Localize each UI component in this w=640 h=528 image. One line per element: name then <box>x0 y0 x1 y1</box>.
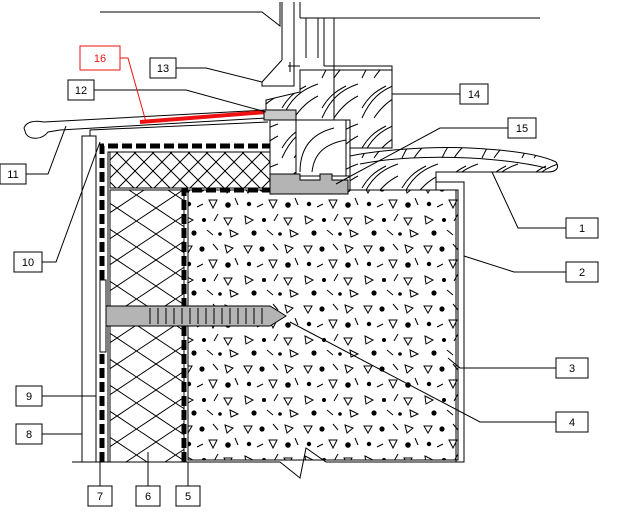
callout-box-16 <box>79 45 121 71</box>
waterproof-membrane <box>99 143 270 462</box>
callout-box-12 <box>67 79 95 101</box>
leader-line-4 <box>289 321 556 423</box>
callout-15: 15 <box>507 117 537 139</box>
callout-box-2 <box>565 261 599 283</box>
leader-line-3 <box>447 357 556 369</box>
interior-sill-board <box>349 146 559 191</box>
callout-box-10 <box>13 251 43 273</box>
callout-number-14: 14 <box>468 89 480 101</box>
callout-number-8: 8 <box>26 429 32 441</box>
callout-box-8 <box>15 423 43 445</box>
callout-number-15: 15 <box>516 123 528 135</box>
insulation-upper-crosshatch <box>109 151 271 189</box>
leader-line-10 <box>42 141 101 263</box>
callout-number-9: 9 <box>26 391 32 403</box>
leader-line-11 <box>26 125 67 175</box>
callout-box-3 <box>555 357 589 379</box>
callout-number-6: 6 <box>145 491 151 503</box>
callout-11: 11 <box>0 163 27 185</box>
leader-line-15 <box>335 127 508 185</box>
break-line <box>72 447 462 479</box>
callout-4: 4 <box>555 411 589 433</box>
leader-line-2 <box>463 255 566 273</box>
sealing-tape-highlight <box>139 110 267 124</box>
callout-leaders <box>26 57 566 486</box>
callout-box-15 <box>507 117 537 139</box>
callout-box-14 <box>459 83 489 105</box>
callout-number-7: 7 <box>97 491 103 503</box>
callout-9: 9 <box>15 385 43 407</box>
leader-line-16 <box>120 57 147 123</box>
window-frame <box>100 2 540 142</box>
callout-14: 14 <box>459 83 489 105</box>
callout-box-4 <box>555 411 589 433</box>
render-layer <box>81 121 269 462</box>
callout-5: 5 <box>175 485 201 507</box>
callout-8: 8 <box>15 423 43 445</box>
leader-line-1 <box>491 171 566 229</box>
callout-10: 10 <box>13 251 43 273</box>
leader-line-13 <box>176 67 263 83</box>
sill-end-cap <box>263 109 297 121</box>
callout-number-4: 4 <box>569 417 575 429</box>
callout-number-5: 5 <box>185 491 191 503</box>
callout-box-5 <box>175 485 201 507</box>
callout-number-3: 3 <box>569 363 575 375</box>
callout-7: 7 <box>87 485 113 507</box>
callout-number-10: 10 <box>22 257 34 269</box>
insulation-anchor <box>99 279 287 353</box>
callout-box-6 <box>135 485 161 507</box>
callout-number-2: 2 <box>579 267 585 279</box>
callout-13: 13 <box>149 57 177 79</box>
callout-6: 6 <box>135 485 161 507</box>
callout-2: 2 <box>565 261 599 283</box>
callout-1: 1 <box>565 217 599 239</box>
callout-box-9 <box>15 385 43 407</box>
callout-box-11 <box>0 163 27 185</box>
frame-fixing-block <box>269 173 349 195</box>
callout-number-16: 16 <box>94 53 106 65</box>
callout-16: 16 <box>79 45 121 71</box>
callout-number-12: 12 <box>75 85 87 97</box>
callout-number-11: 11 <box>7 169 18 181</box>
callout-12: 12 <box>67 79 95 101</box>
callout-number-13: 13 <box>157 63 169 75</box>
callout-number-1: 1 <box>579 223 585 235</box>
callout-box-1 <box>565 217 599 239</box>
leader-line-12 <box>94 89 267 113</box>
callout-3: 3 <box>555 357 589 379</box>
callout-box-13 <box>149 57 177 79</box>
callout-box-7 <box>87 485 113 507</box>
